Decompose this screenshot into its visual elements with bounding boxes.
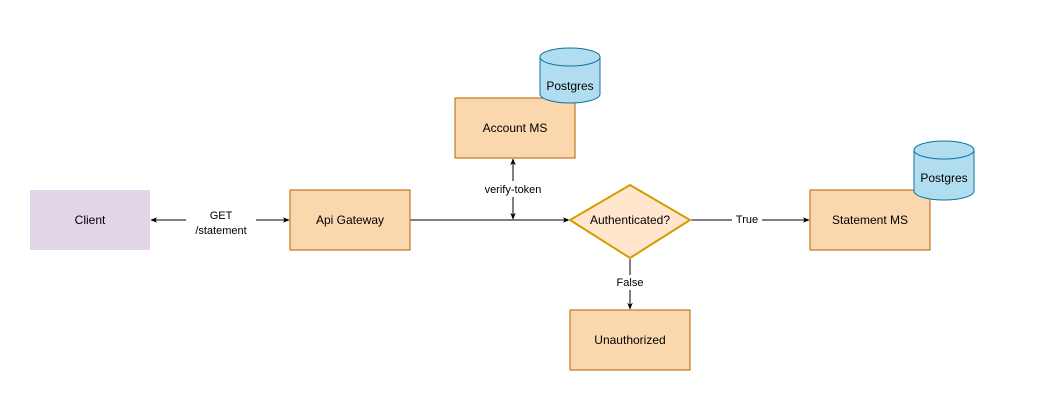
- postgres-statement-label: Postgres: [920, 171, 967, 185]
- client-box: [30, 190, 150, 250]
- node-client[interactable]: Client: [30, 190, 150, 250]
- database-top: [539, 47, 601, 67]
- database-icon: [913, 150, 975, 201]
- edge-label-bg: [614, 275, 646, 290]
- edge-label-bg: [482, 181, 544, 197]
- edge-label-bg: [732, 212, 762, 227]
- account-ms-label: Account MS: [483, 121, 548, 135]
- edge-label-get: GET: [210, 210, 233, 222]
- edge-label-statement-path: /statement: [195, 225, 246, 237]
- database-postgres-account[interactable]: Postgres: [539, 47, 601, 104]
- database-top: [913, 140, 975, 160]
- node-authenticated-decision[interactable]: Authenticated?: [568, 183, 692, 260]
- database-icon: [539, 57, 601, 104]
- edge-label-true: True: [736, 214, 758, 226]
- client-label: Client: [75, 213, 106, 227]
- decision-label: Authenticated?: [590, 213, 670, 227]
- node-api-gateway[interactable]: Api Gateway: [289, 189, 411, 251]
- unauthorized-label: Unauthorized: [594, 333, 665, 347]
- node-statement-ms[interactable]: Statement MS: [809, 189, 931, 251]
- edges: GET /statement verify-token True False: [150, 158, 810, 310]
- statement-ms-box: [809, 189, 931, 251]
- unauthorized-box: [569, 309, 691, 371]
- api-gateway-box: [289, 189, 411, 251]
- statement-ms-label: Statement MS: [832, 213, 908, 227]
- node-unauthorized[interactable]: Unauthorized: [569, 309, 691, 371]
- postgres-account-label: Postgres: [546, 79, 593, 93]
- edge-label-false: False: [617, 277, 644, 289]
- api-gateway-label: Api Gateway: [316, 213, 384, 227]
- database-postgres-statement[interactable]: Postgres: [913, 140, 975, 201]
- edge-label-verify-token: verify-token: [485, 184, 542, 196]
- edge-label-bg: [186, 206, 256, 236]
- account-ms-box: [454, 97, 576, 159]
- node-account-ms[interactable]: Account MS: [454, 97, 576, 159]
- decision-diamond: [568, 183, 692, 260]
